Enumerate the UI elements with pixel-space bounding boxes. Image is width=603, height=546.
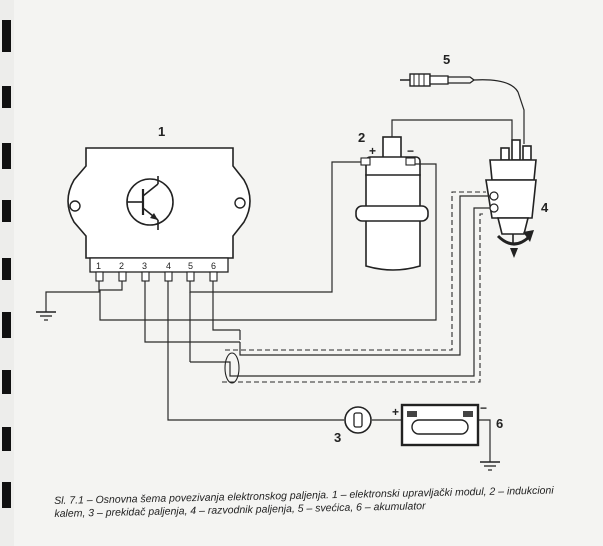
wiring	[36, 91, 525, 471]
binding-edge	[0, 0, 14, 546]
terminal-label: 2	[119, 261, 124, 271]
mounting-hole-left	[69, 200, 81, 212]
battery-minus-sign: −	[480, 401, 487, 415]
ignition-switch	[344, 406, 372, 434]
battery-plus-sign: +	[392, 405, 399, 419]
transistor-symbol	[126, 176, 174, 230]
label-distributor: 4	[541, 200, 549, 215]
terminal-label: 6	[211, 261, 216, 271]
terminal-label: 1	[96, 261, 101, 271]
terminal-label: 4	[166, 261, 171, 271]
distributor	[485, 139, 537, 258]
terminal-label: 3	[142, 261, 147, 271]
coil-minus-sign: −	[407, 144, 414, 158]
mounting-hole-right	[234, 197, 246, 209]
rotation-arrow	[496, 234, 532, 246]
control-module: 1 2 3 4 5 6	[67, 147, 251, 282]
coil-plus-sign: +	[369, 144, 376, 158]
terminal-label: 5	[188, 261, 193, 271]
label-battery: 6	[496, 416, 503, 431]
spark-plug	[400, 73, 519, 93]
battery	[400, 403, 480, 447]
label-spark-plug: 5	[443, 52, 450, 67]
label-module: 1	[158, 124, 165, 139]
ignition-coil	[355, 136, 429, 271]
label-switch: 3	[334, 430, 341, 445]
label-coil: 2	[358, 130, 365, 145]
